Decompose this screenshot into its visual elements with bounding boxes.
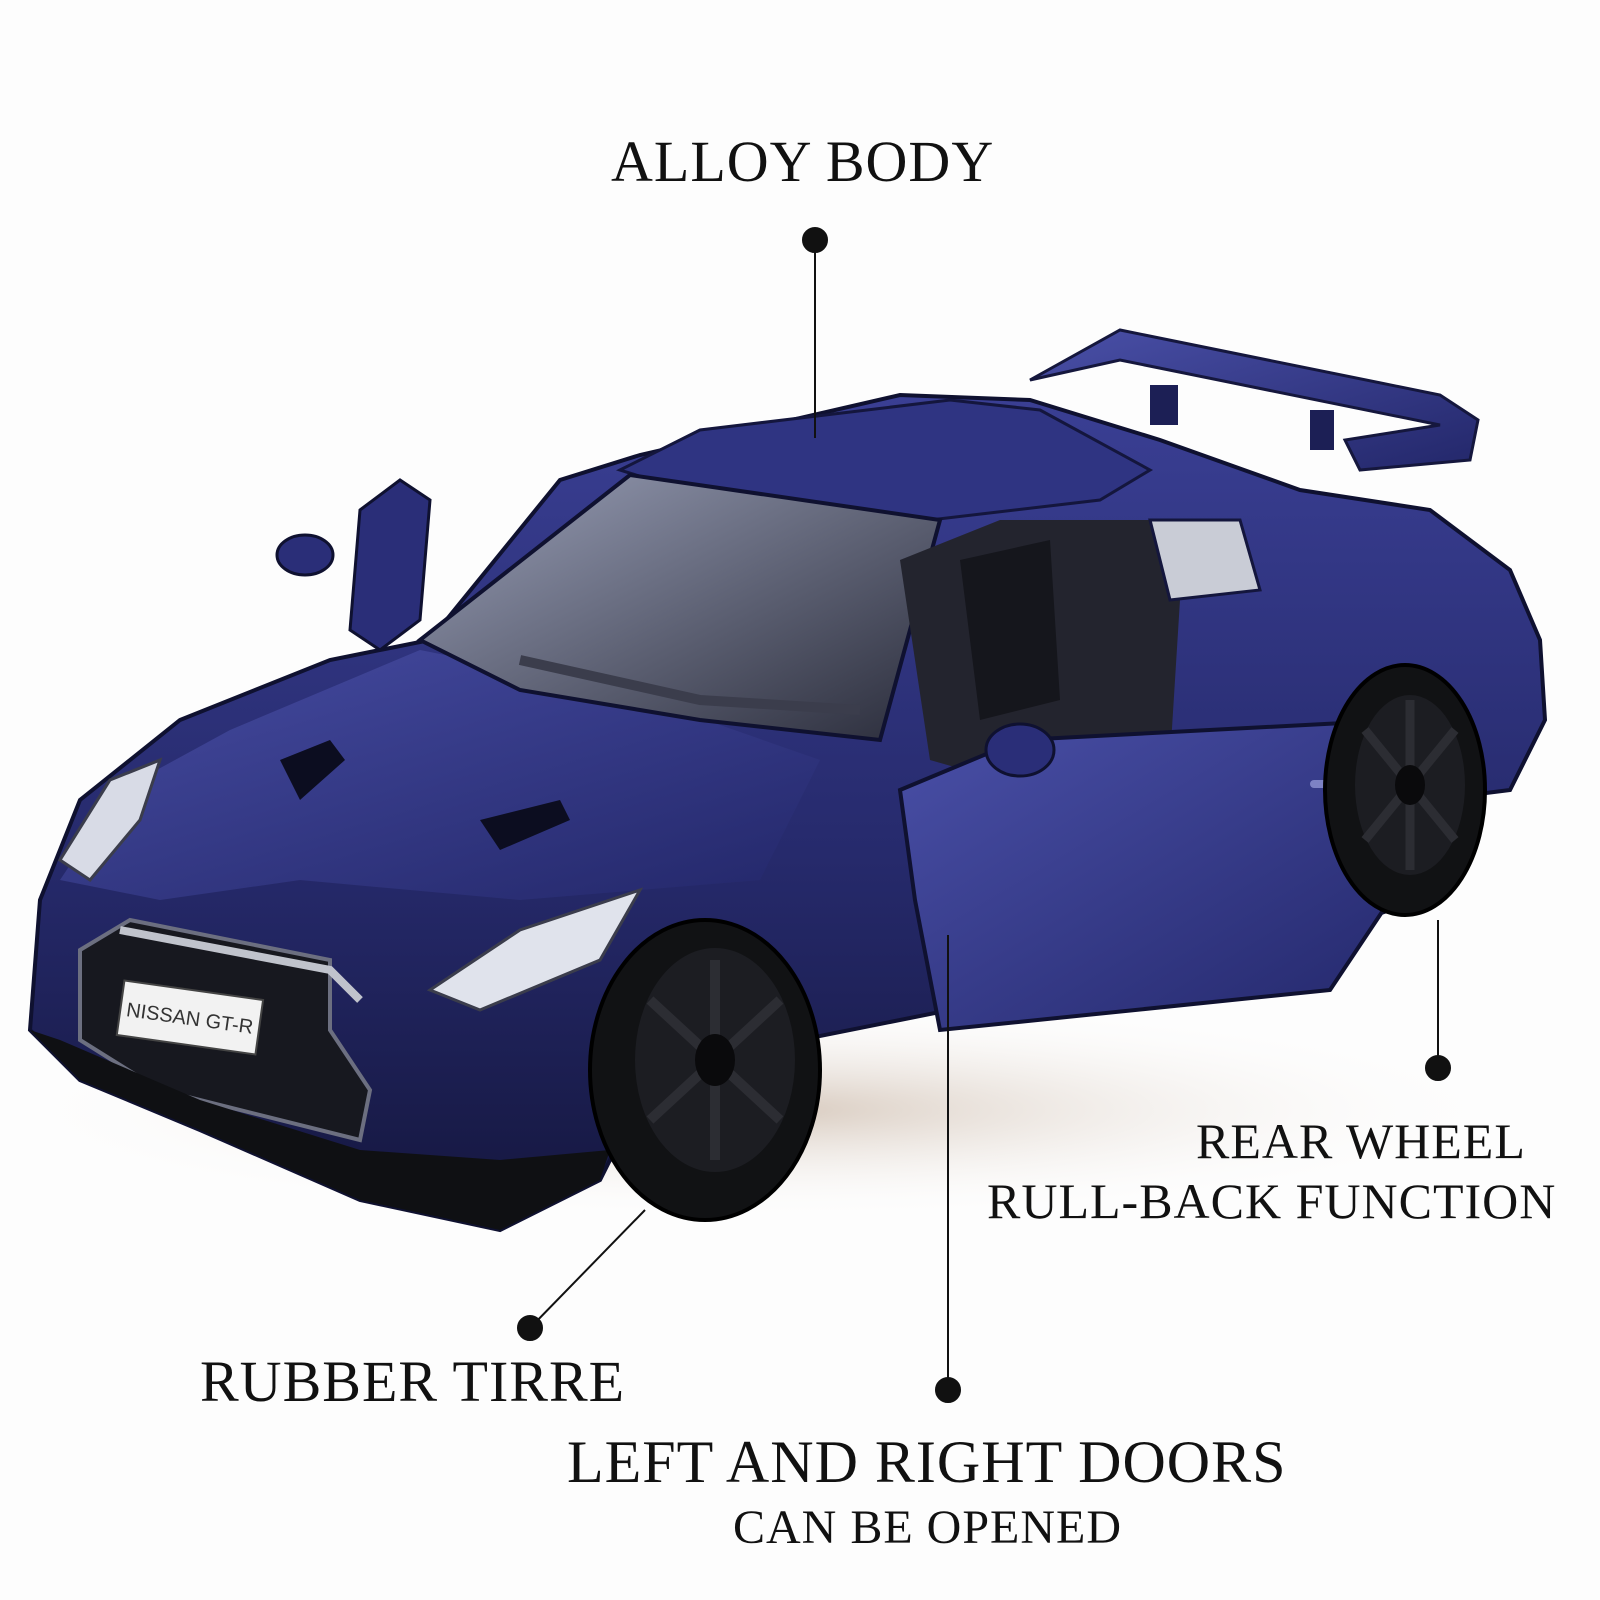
callout-rubber-tire: RUBBER TIRRE — [200, 1349, 626, 1414]
front-wheel — [588, 918, 822, 1222]
license-plate: NISSAN GT-R — [115, 979, 265, 1056]
callout-rear-wheel-line1: REAR WHEEL — [1196, 1113, 1526, 1169]
callout-doors-line1: LEFT AND RIGHT DOORS — [567, 1429, 1287, 1495]
rear-window — [1148, 518, 1262, 602]
left-door — [348, 478, 432, 652]
rear-wheel — [1323, 663, 1487, 917]
callout-doors-line2: CAN BE OPENED — [733, 1501, 1123, 1554]
front-bumper — [30, 1030, 610, 1230]
callout-leaders — [517, 227, 1451, 1403]
callout-alloy-body: ALLOY BODY — [611, 129, 995, 194]
rear-spoiler — [1029, 328, 1480, 472]
right-headlight — [426, 887, 644, 1012]
left-mirror — [275, 533, 335, 577]
hood — [60, 650, 820, 900]
left-headlight — [57, 757, 163, 882]
hood-vent — [280, 740, 345, 800]
windshield — [416, 472, 943, 743]
right-mirror — [984, 722, 1056, 778]
callout-rear-wheel-line2: RULL-BACK FUNCTION — [987, 1173, 1557, 1229]
hood-vent — [480, 800, 570, 850]
